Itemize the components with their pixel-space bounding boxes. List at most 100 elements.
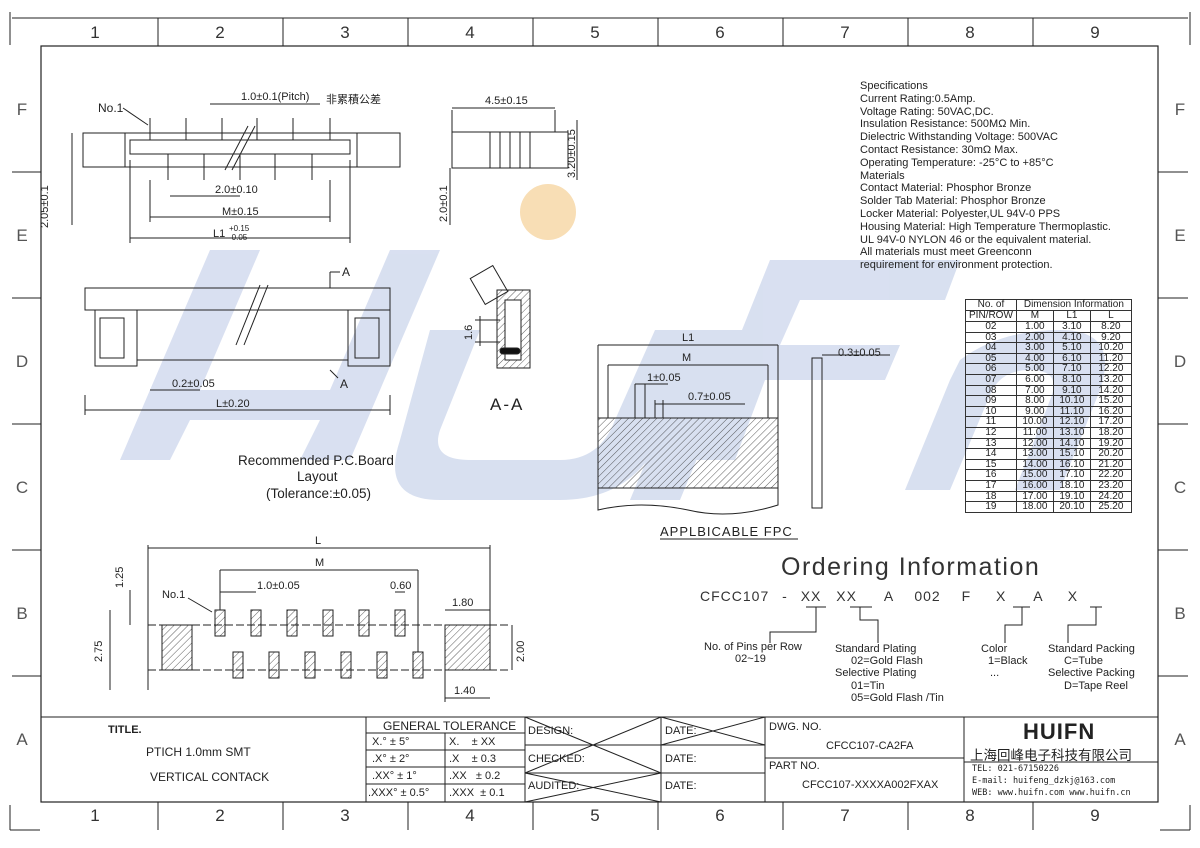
spec-line: Insulation Resistance: 500MΩ Min. xyxy=(860,118,1031,131)
table-cell: 18.10 xyxy=(1052,479,1091,492)
code-color: X xyxy=(996,588,1007,604)
section-label-a-bottom: A xyxy=(340,377,349,391)
pcb-dim-0-60: 0.60 xyxy=(390,580,412,592)
grid-col-4: 4 xyxy=(465,23,475,42)
table-cell: 3.10 xyxy=(1052,321,1091,333)
company-name: 上海回峰电子科技有限公司 xyxy=(970,748,1132,763)
table-cell: 15.00 xyxy=(1015,469,1054,481)
pcb-dim-m: M xyxy=(315,557,325,569)
table-cell: 5.10 xyxy=(1052,342,1091,354)
grid-row-b-right: B xyxy=(1174,604,1186,623)
pcb-dim-1-0: 1.0±0.05 xyxy=(257,580,300,592)
grid-row-c-right: C xyxy=(1173,478,1187,497)
table-cell: 16.20 xyxy=(1089,405,1132,418)
fpc-dim-0-3: 0.3±0.05 xyxy=(838,347,881,359)
table-cell: 18.20 xyxy=(1089,426,1132,439)
pcb-dim-l: L xyxy=(315,535,322,547)
table-cell: 8.20 xyxy=(1089,321,1132,333)
ordering-title: Ordering Information xyxy=(781,553,1041,581)
grid-row-a: A xyxy=(16,730,28,749)
grid-row-d-right: D xyxy=(1173,352,1187,371)
table-cell: 15 xyxy=(965,458,1017,471)
table-cell: 8.10 xyxy=(1052,373,1091,386)
grid-col-4-bottom: 4 xyxy=(465,806,475,825)
dim-0-2: 0.2±0.05 xyxy=(172,378,215,390)
dim-pitch-note: 非累積公差 xyxy=(326,94,381,106)
grid-row-f: F xyxy=(16,100,28,119)
table-cell: 12 xyxy=(965,426,1017,439)
section-view-title: A-A xyxy=(490,395,525,414)
ordering-pins-1: No. of Pins per Row xyxy=(704,641,802,653)
table-cell: 13.20 xyxy=(1089,373,1132,386)
fpc-drawing xyxy=(597,344,890,540)
spec-line: Materials xyxy=(860,169,905,182)
dimension-table: No. of Dimension Information PIN/ROW M L… xyxy=(965,299,1132,513)
dim-l1-tol-down: -0.05 xyxy=(229,233,248,242)
table-cell: 16.10 xyxy=(1052,458,1091,471)
table-cell: 10 xyxy=(965,405,1017,418)
grid-col-1-bottom: 1 xyxy=(90,806,100,825)
table-cell: 9.10 xyxy=(1052,384,1091,397)
table-cell: 2.00 xyxy=(1015,331,1054,344)
top-view-connector xyxy=(71,103,401,243)
code-a: A xyxy=(883,588,894,604)
table-cell: 20.10 xyxy=(1052,501,1091,513)
pcb-title-1: Recommended P.C.Board xyxy=(238,453,394,468)
dim-1-6: 1.6 xyxy=(463,324,475,340)
tolerance-header: GENERAL TOLERANCE xyxy=(383,719,517,733)
code-f: F xyxy=(961,588,972,604)
grid-col-8: 8 xyxy=(965,23,975,42)
pcb-dim-1-25: 1.25 xyxy=(114,566,126,588)
ordering-plating-2: 02=Gold Flash xyxy=(851,655,923,667)
grid-col-7: 7 xyxy=(840,23,850,42)
table-header-pins-row: PIN/ROW xyxy=(965,310,1017,322)
table-cell: 4.10 xyxy=(1052,331,1091,344)
dim-l1-tol-up: +0.15 xyxy=(229,224,250,233)
ordering-pins-2: 02~19 xyxy=(735,653,766,665)
part-no-label: PART NO. xyxy=(769,760,820,772)
table-cell: 19.20 xyxy=(1089,437,1132,450)
design-date-label: DATE: xyxy=(665,725,697,737)
grid-row-c: C xyxy=(15,478,29,497)
section-label-a-top: A xyxy=(342,265,351,279)
table-cell: 11.00 xyxy=(1015,426,1054,439)
fpc-dim-1: 1±0.05 xyxy=(647,372,681,384)
tol-right-3: .XX ± 0.2 xyxy=(449,770,501,782)
table-cell: 17.20 xyxy=(1089,416,1132,428)
table-cell: 18 xyxy=(965,490,1017,503)
grid-col-6-bottom: 6 xyxy=(715,806,725,825)
grid-col-9: 9 xyxy=(1090,23,1100,42)
table-cell: 13.00 xyxy=(1015,448,1054,460)
pcb-title-3: (Tolerance:±0.05) xyxy=(266,486,371,501)
spec-line: Solder Tab Material: Phosphor Bronze xyxy=(860,195,1046,208)
table-cell: 9.20 xyxy=(1089,331,1132,344)
dim-3-20: 3.20±0.15 xyxy=(566,129,578,178)
table-cell: 21.20 xyxy=(1089,458,1132,471)
table-cell: 12.10 xyxy=(1052,416,1091,428)
table-cell: 6.00 xyxy=(1015,373,1054,386)
table-cell: 5.00 xyxy=(1015,363,1054,375)
table-cell: 20.20 xyxy=(1089,448,1132,460)
tol-left-2: .X° ± 2° xyxy=(372,753,410,765)
fpc-caption: APPLBICABLE FPC xyxy=(660,524,793,539)
pcb-dim-2-00: 2.00 xyxy=(515,640,527,662)
fpc-dim-m: M xyxy=(682,352,692,364)
front-view-connector xyxy=(84,271,391,415)
fpc-dim-l1: L1 xyxy=(682,332,695,344)
specifications-block: Specifications Current Rating:0.5Amp. Vo… xyxy=(860,80,1111,272)
ordering-pack-4: D=Tape Reel xyxy=(1064,680,1128,692)
company-email: E-mail: huifeng_dzkj@163.com xyxy=(972,776,1116,786)
grid-col-6: 6 xyxy=(715,23,725,42)
table-cell: 24.20 xyxy=(1089,490,1132,503)
spec-line: Voltage Rating: 50VAC,DC. xyxy=(860,105,994,118)
